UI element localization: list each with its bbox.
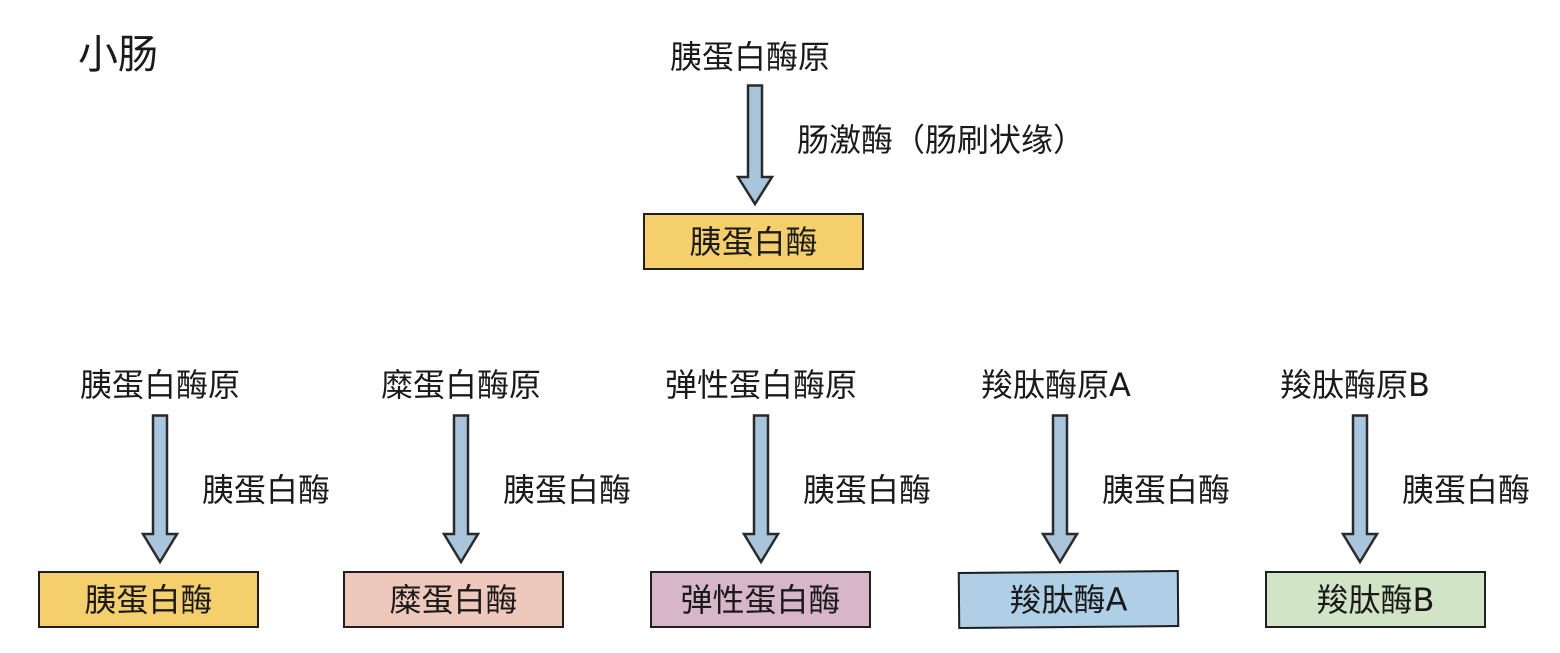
arrow-body [140, 414, 180, 565]
activator-label: 胰蛋白酶 [202, 471, 331, 509]
top-product-box: 胰蛋白酶 [643, 213, 864, 270]
product-box: 胰蛋白酶 [38, 571, 259, 628]
activator-label: 胰蛋白酶 [1102, 471, 1231, 509]
activation-arrow [140, 414, 180, 565]
product-box: 弹性蛋白酶 [650, 571, 871, 628]
arrow-body [441, 414, 481, 565]
diagram-title: 小肠 [78, 32, 158, 78]
precursor-label: 羧肽酶原B [1280, 366, 1430, 404]
product-box: 羧肽酶B [1265, 571, 1486, 628]
product-box: 羧肽酶A [957, 570, 1180, 629]
activation-arrow [1340, 414, 1380, 565]
activation-arrow [441, 414, 481, 565]
top-activator-label: 肠激酶（肠刷状缘） [797, 121, 1086, 159]
arrow-body [1040, 414, 1080, 565]
arrow-body [735, 84, 775, 207]
activator-label: 胰蛋白酶 [1402, 471, 1531, 509]
precursor-label: 糜蛋白酶原 [380, 366, 541, 404]
arrow-body [1340, 414, 1380, 565]
activation-arrow [741, 414, 781, 565]
precursor-label: 胰蛋白酶原 [79, 366, 240, 404]
arrow-body [741, 414, 781, 565]
top-activation-arrow [735, 84, 775, 207]
activator-label: 胰蛋白酶 [803, 471, 932, 509]
precursor-label: 羧肽酶原A [981, 366, 1131, 404]
precursor-label: 弹性蛋白酶原 [664, 366, 857, 404]
product-box: 糜蛋白酶 [343, 571, 564, 628]
activation-arrow [1040, 414, 1080, 565]
activator-label: 胰蛋白酶 [503, 471, 632, 509]
top-precursor-label: 胰蛋白酶原 [669, 38, 830, 76]
